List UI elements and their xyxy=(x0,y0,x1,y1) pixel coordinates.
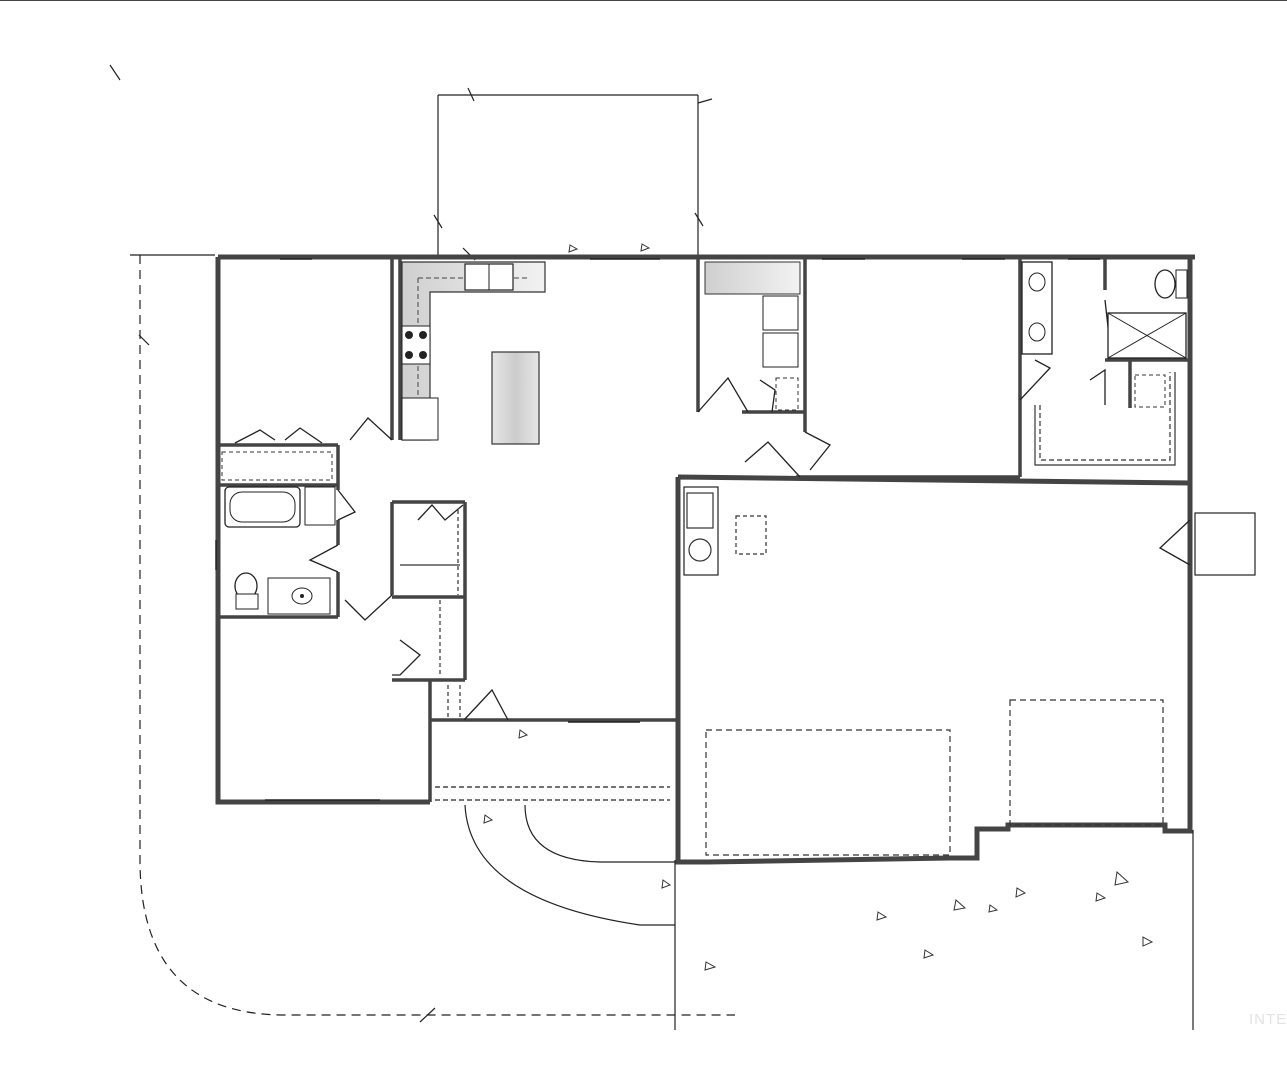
garage xyxy=(683,486,1256,856)
water-heater-icon xyxy=(683,486,719,576)
entry-walkway xyxy=(435,786,675,926)
refrigerator-icon xyxy=(401,397,439,441)
vanity-icon xyxy=(267,577,331,615)
hall-bathroom xyxy=(221,451,336,615)
kitchen-island xyxy=(491,351,540,445)
kitchen xyxy=(401,261,546,445)
dryer-icon xyxy=(762,332,799,368)
door-swings xyxy=(234,299,1191,721)
hall-closets xyxy=(400,510,461,718)
exterior-walls xyxy=(215,254,1195,865)
cooktop-icon xyxy=(401,325,431,365)
master-bathroom xyxy=(1021,261,1188,466)
double-vanity-icon xyxy=(1021,261,1053,355)
top-border-line xyxy=(0,0,1287,1)
windows xyxy=(215,258,1100,801)
master-toilet-icon xyxy=(1154,269,1176,299)
interior-walls xyxy=(218,258,1190,802)
watermark-text: INTE xyxy=(1249,1011,1287,1028)
landscaping xyxy=(483,243,1154,971)
washer-icon xyxy=(762,295,799,331)
bathtub-icon xyxy=(224,486,301,528)
laundry-room xyxy=(704,261,801,411)
property-lines xyxy=(109,64,1194,1030)
